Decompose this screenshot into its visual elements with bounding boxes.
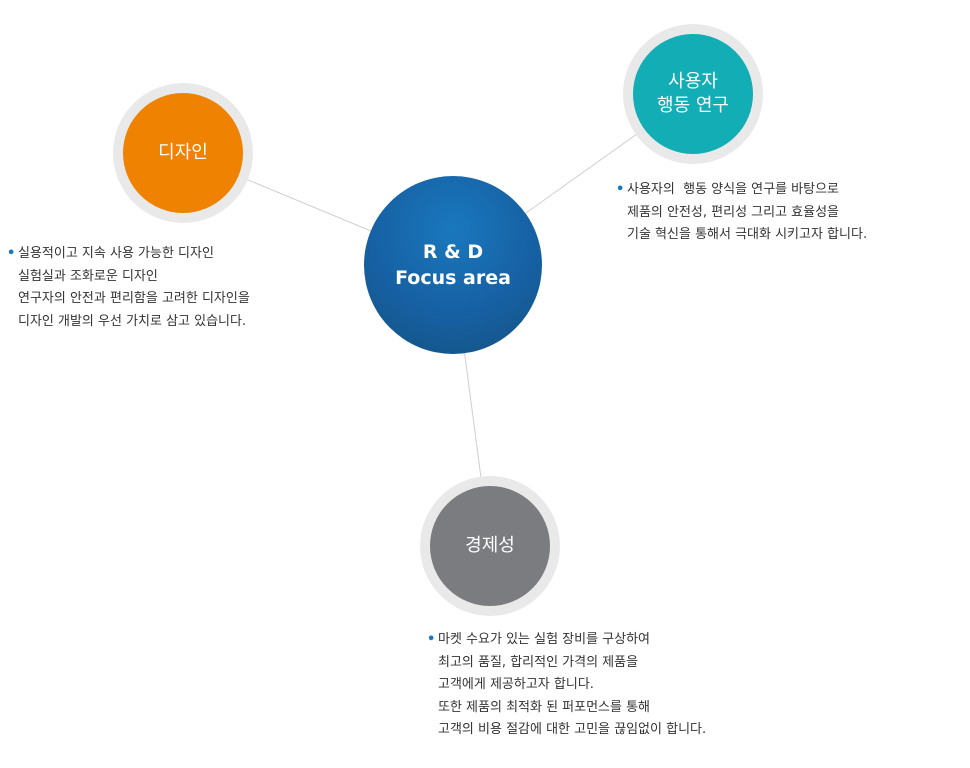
design-desc-line-2: 실험실과 조화로운 디자인 — [7, 266, 250, 289]
design-desc-line-3: 연구자의 안전과 편리함을 고려한 디자인을 — [7, 288, 250, 311]
economy-desc-line-3: 고객에게 제공하고자 합니다. — [427, 674, 706, 697]
center-node-rd-focus: R & D Focus area — [364, 176, 542, 354]
desc-text: 최고의 품질, 합리적인 가격의 제품을 — [438, 654, 639, 670]
economy-desc-line-2: 최고의 품질, 합리적인 가격의 제품을 — [427, 652, 706, 675]
center-label-line1: R & D — [422, 241, 484, 263]
behavior-desc-line-3: 기술 혁신을 통해서 극대화 시키고자 합니다. — [616, 224, 867, 247]
bullet-icon: • — [427, 632, 436, 647]
design-desc-line-1: •실용적이고 지속 사용 가능한 디자인 — [7, 243, 250, 266]
desc-text: 디자인 개발의 우선 가치로 삼고 있습니다. — [18, 313, 247, 329]
desc-text: 연구자의 안전과 편리함을 고려한 디자인을 — [18, 291, 250, 306]
desc-text: 또한 제품의 최적화 된 퍼포먼스를 통해 — [438, 699, 651, 715]
design-label: 디자인 — [158, 142, 208, 163]
economy-desc-line-4: 또한 제품의 최적화 된 퍼포먼스를 통해 — [427, 697, 706, 720]
bullet-icon: • — [7, 246, 16, 261]
desc-text: 기술 혁신을 통해서 극대화 시키고자 합니다. — [627, 227, 868, 242]
design-node: 디자인 — [113, 83, 253, 223]
behavior-label-line2: 행동 연구 — [657, 95, 729, 116]
economy-circle: 경제성 — [430, 486, 550, 606]
economy-desc-line-5: 고객의 비용 절감에 대한 고민을 끊임없이 합니다. — [427, 719, 706, 742]
economy-label: 경제성 — [465, 535, 515, 556]
economy-node: 경제성 — [420, 476, 560, 616]
desc-text: 실험실과 조화로운 디자인 — [18, 268, 158, 284]
design-desc-line-4: 디자인 개발의 우선 가치로 삼고 있습니다. — [7, 311, 250, 334]
desc-text: 고객에게 제공하고자 합니다. — [438, 677, 594, 692]
desc-text: 실용적이고 지속 사용 가능한 디자인 — [18, 246, 214, 261]
behavior-desc-line-2: 제품의 안전성, 편리성 그리고 효율성을 — [616, 202, 867, 225]
behavior-description: •사용자의 행동 양식을 연구를 바탕으로 제품의 안전성, 편리성 그리고 효… — [616, 179, 867, 247]
desc-text: 마켓 수요가 있는 실험 장비를 구상하여 — [438, 632, 651, 647]
center-label-line2: Focus area — [395, 267, 511, 289]
desc-text: 사용자의 행동 양식을 연구를 바탕으로 — [627, 182, 840, 197]
behavior-label-line1: 사용자 — [668, 71, 718, 92]
design-circle: 디자인 — [123, 93, 243, 213]
behavior-desc-line-1: •사용자의 행동 양식을 연구를 바탕으로 — [616, 179, 867, 202]
behavior-research-circle: 사용자 행동 연구 — [633, 34, 753, 154]
desc-text: 고객의 비용 절감에 대한 고민을 끊임없이 합니다. — [438, 722, 707, 737]
economy-desc-line-1: •마켓 수요가 있는 실험 장비를 구상하여 — [427, 629, 706, 652]
desc-text: 제품의 안전성, 편리성 그리고 효율성을 — [627, 204, 840, 220]
behavior-research-node: 사용자 행동 연구 — [623, 24, 763, 164]
economy-description: •마켓 수요가 있는 실험 장비를 구상하여 최고의 품질, 합리적인 가격의 … — [427, 629, 706, 742]
center-label-group: R & D Focus area — [395, 239, 511, 291]
design-description: •실용적이고 지속 사용 가능한 디자인 실험실과 조화로운 디자인 연구자의 … — [7, 243, 250, 333]
bullet-icon: • — [616, 182, 625, 197]
